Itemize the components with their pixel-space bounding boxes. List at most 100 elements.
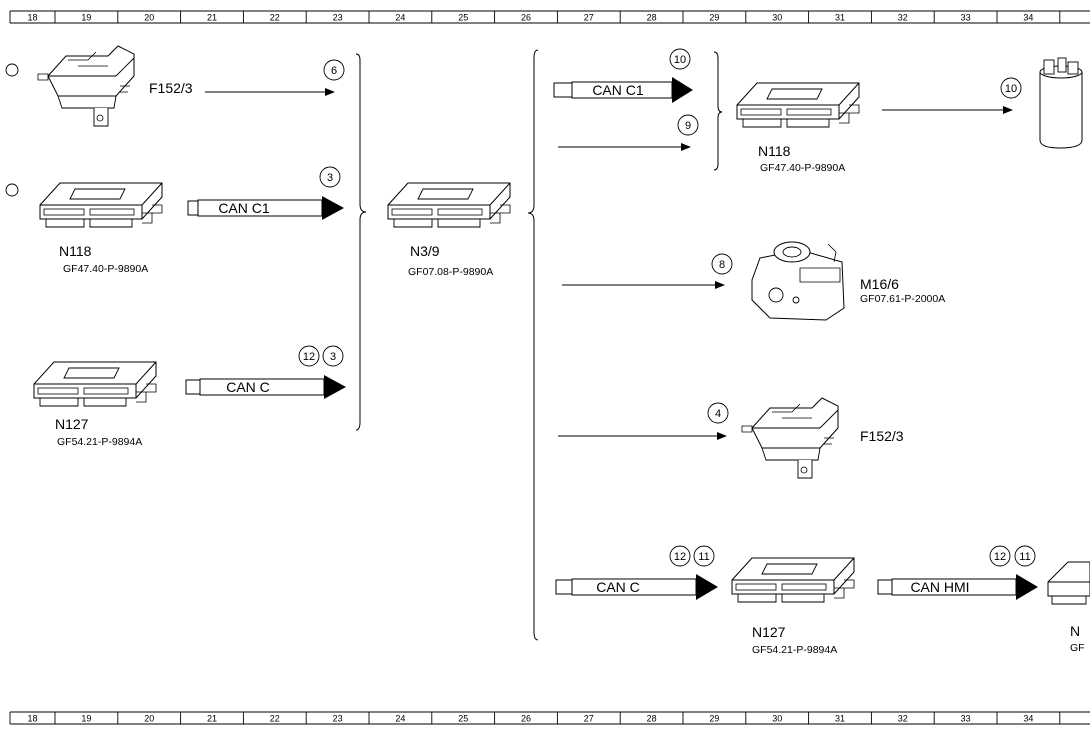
callout-11-second: 11 (1014, 545, 1036, 567)
top-ruler: 18 19 20 21 22 23 24 25 26 27 28 29 30 31 32 33 34 (9, 10, 1090, 24)
svg-text:CAN C1: CAN C1 (218, 200, 270, 216)
callout-3: 3 (319, 166, 341, 188)
ruler-label: 21 (207, 714, 217, 724)
ruler-label: 21 (207, 13, 217, 23)
ruler-label: 27 (584, 13, 594, 23)
ruler-label: 28 (647, 13, 657, 23)
m16-6-code: GF07.61-P-2000A (860, 293, 945, 305)
svg-text:12: 12 (674, 551, 686, 563)
svg-text:11: 11 (698, 551, 709, 563)
ruler-label: 32 (898, 13, 908, 23)
ruler-label: 24 (395, 714, 405, 724)
svg-text:4: 4 (715, 408, 721, 420)
sub-brace (713, 51, 723, 171)
ruler-label: 24 (395, 13, 405, 23)
callout-3-second: 3 (322, 345, 344, 367)
n127-right-code: GF54.21-P-9894A (752, 644, 837, 656)
callout-9: 9 (677, 114, 699, 136)
f152-top-left-label: F152/3 (149, 80, 193, 96)
n118-right-label: N118 (758, 143, 791, 159)
n118-left-label: N118 (59, 243, 92, 259)
n3-9-module (387, 182, 511, 228)
n127-left-module (33, 361, 157, 407)
partial-callout-icon (5, 183, 19, 197)
can-c1-left-arrow: CAN C1 (187, 196, 344, 220)
ruler-label: 34 (1023, 714, 1033, 724)
ruler-label: 22 (270, 13, 280, 23)
ruler-label: 19 (81, 13, 91, 23)
ruler-label: 18 (27, 13, 37, 23)
svg-text:3: 3 (330, 351, 336, 363)
svg-text:12: 12 (994, 551, 1006, 563)
callout-8: 8 (711, 253, 733, 275)
ruler-label: 32 (898, 714, 908, 724)
svg-text:11: 11 (1019, 551, 1030, 563)
n118-left-code: GF47.40-P-9890A (63, 263, 148, 275)
callout-4: 4 (707, 402, 729, 424)
ruler-label: 31 (835, 13, 845, 23)
callout-12-second: 12 (669, 545, 691, 567)
f152-right-component (741, 397, 839, 479)
ruler-label: 33 (961, 714, 971, 724)
ruler-label: 29 (709, 13, 719, 23)
n-edge-code: GF (1070, 642, 1085, 654)
can-hmi-arrow: CAN HMI (877, 574, 1038, 600)
n127-right-label: N127 (752, 624, 786, 640)
svg-text:8: 8 (719, 259, 725, 271)
ruler-label: 22 (270, 714, 280, 724)
left-brace (355, 53, 367, 431)
callout-11: 11 (693, 545, 715, 567)
ruler-label: 28 (647, 714, 657, 724)
ruler-label: 33 (961, 13, 971, 23)
n118-left-module (39, 182, 163, 228)
right-brace (527, 49, 539, 641)
callout-10: 10 (669, 48, 691, 70)
callout-10-second: 10 (1000, 77, 1022, 99)
svg-text:CAN C: CAN C (226, 379, 270, 395)
n118-right-module (736, 82, 860, 128)
svg-text:9: 9 (685, 120, 691, 132)
ruler-label: 34 (1023, 13, 1033, 23)
ruler-label: 27 (584, 714, 594, 724)
f152-top-left-component (37, 45, 135, 127)
ruler-label: 30 (772, 13, 782, 23)
callout-12-third: 12 (989, 545, 1011, 567)
ruler-label: 25 (458, 714, 468, 724)
n-edge-module (1047, 561, 1090, 605)
svg-text:10: 10 (1005, 83, 1017, 95)
n127-left-label: N127 (55, 416, 89, 432)
ruler-label: 20 (144, 13, 154, 23)
ruler-label: 26 (521, 13, 531, 23)
ruler-label: 23 (333, 13, 343, 23)
ruler-label: 30 (772, 714, 782, 724)
ruler-label: 19 (81, 714, 91, 724)
ruler-label: 18 (27, 714, 37, 724)
m16-6-label: M16/6 (860, 276, 899, 292)
n127-right-module (731, 557, 855, 603)
m16-6-actuator-icon (751, 241, 845, 321)
callout-12: 12 (298, 345, 320, 367)
n118-right-code: GF47.40-P-9890A (760, 162, 845, 174)
ruler-label: 20 (144, 714, 154, 724)
f152-right-label: F152/3 (860, 428, 904, 444)
ruler-label: 29 (709, 714, 719, 724)
can-c-right-arrow: CAN C (555, 574, 718, 600)
callout-6: 6 (323, 59, 345, 81)
can-c1-right-arrow: CAN C1 (553, 77, 693, 103)
svg-text:3: 3 (327, 172, 333, 184)
fuel-pump-icon (1039, 57, 1083, 149)
svg-text:6: 6 (331, 65, 337, 77)
ruler-label: 31 (835, 714, 845, 724)
can-c-left-arrow: CAN C (185, 375, 346, 399)
n127-left-code: GF54.21-P-9894A (57, 436, 142, 448)
ruler-label: 26 (521, 714, 531, 724)
svg-text:10: 10 (674, 54, 686, 66)
ruler-label: 25 (458, 13, 468, 23)
n3-9-code: GF07.08-P-9890A (408, 266, 493, 278)
svg-text:CAN C: CAN C (596, 579, 640, 595)
n-edge-label: N (1070, 623, 1080, 639)
svg-text:CAN HMI: CAN HMI (910, 579, 969, 595)
partial-callout-icon (5, 63, 19, 77)
